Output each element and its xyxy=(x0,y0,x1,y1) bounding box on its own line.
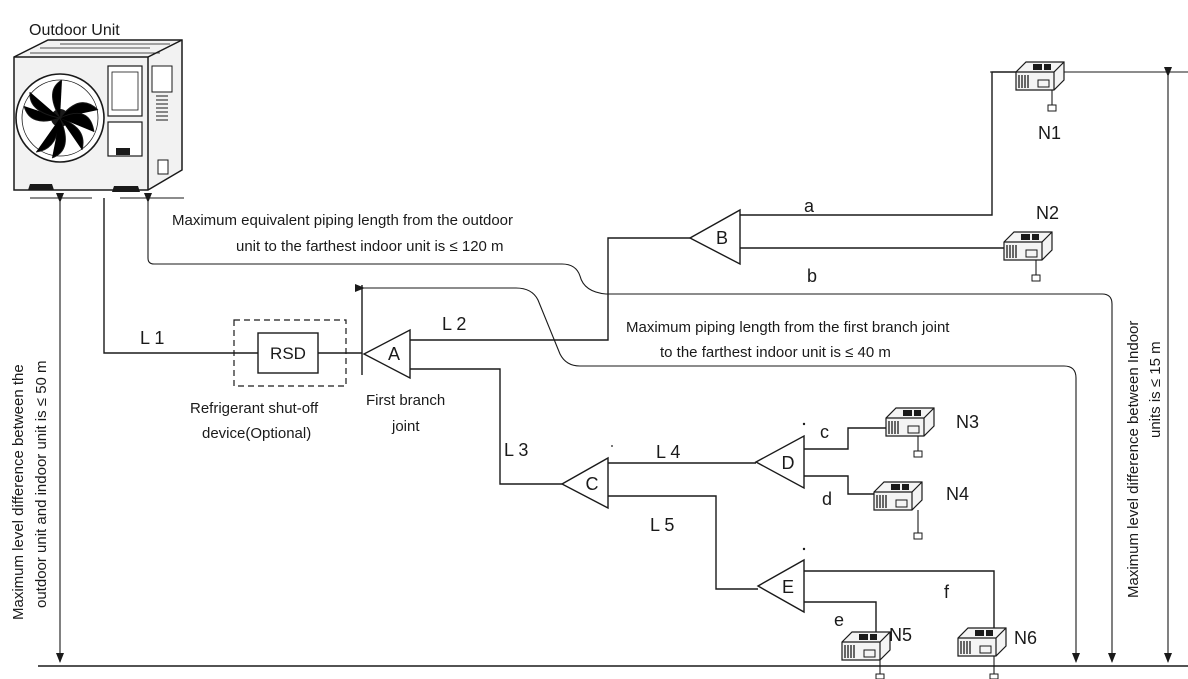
branch-joint-e: E xyxy=(756,558,805,614)
joint-e-label: E xyxy=(782,577,794,597)
branch-joint-c: C xyxy=(560,456,609,510)
indoor-unit-n3-label: N3 xyxy=(956,412,979,432)
piping-lines xyxy=(30,71,1188,667)
joint-a-label: A xyxy=(388,344,400,364)
branch-joint-a: A xyxy=(362,328,411,380)
pipe-l4-label: L 4 xyxy=(656,442,680,462)
joint-d-label: D xyxy=(782,453,795,473)
outdoor-unit: Outdoor Unit xyxy=(13,22,183,192)
pipe-f-label: f xyxy=(944,582,950,602)
branch-length-note-line2: to the farthest indoor unit is ≤ 40 m xyxy=(660,344,891,361)
pipe-labels: L 1 L 2 L 3 L 4 L 5 a b c d e f xyxy=(140,196,950,630)
branch-length-note-line1: Maximum piping length from the first bra… xyxy=(626,319,950,336)
indoor-unit-n1: N1 xyxy=(1015,61,1065,143)
left-level-note-line1: Maximum level difference between the xyxy=(10,364,27,620)
branch-joint-d: D xyxy=(754,434,805,490)
dimension-arrows xyxy=(56,67,1172,663)
pipe-l2-label: L 2 xyxy=(442,314,466,334)
pipe-l5-label: L 5 xyxy=(650,515,674,535)
equiv-length-note-line1: Maximum equivalent piping length from th… xyxy=(172,212,513,229)
indoor-unit-n3: N3 xyxy=(885,407,979,458)
indoor-unit-n4: N4 xyxy=(873,481,969,540)
rsd-device: RSD Refrigerant shut-off device(Optional… xyxy=(190,319,347,442)
pipe-c-label: c xyxy=(820,422,829,442)
indoor-unit-n6: N6 xyxy=(957,627,1037,679)
rsd-caption-line2: device(Optional) xyxy=(202,425,311,442)
indoor-unit-n1-label: N1 xyxy=(1038,123,1061,143)
indoor-unit-n2: N2 xyxy=(1003,203,1059,282)
pipe-l1-label: L 1 xyxy=(140,328,164,348)
pipe-a-label: a xyxy=(804,196,815,216)
outdoor-unit-label: Outdoor Unit xyxy=(29,22,120,39)
right-level-note-line1: Maximum level difference between Indoor xyxy=(1125,321,1142,598)
pipe-e-label: e xyxy=(834,610,844,630)
indoor-unit-n2-label: N2 xyxy=(1036,203,1059,223)
indoor-unit-n4-label: N4 xyxy=(946,484,969,504)
indoor-unit-n5-label: N5 xyxy=(889,625,912,645)
joint-tick-marks xyxy=(611,422,806,551)
right-level-note-line2: units is ≤ 15 m xyxy=(1147,341,1164,438)
rsd-label: RSD xyxy=(270,344,306,363)
branch-joint-b: B xyxy=(688,208,741,266)
annotations: Maximum equivalent piping length from th… xyxy=(10,212,1164,620)
joint-c-label: C xyxy=(586,474,599,494)
indoor-unit-n6-label: N6 xyxy=(1014,628,1037,648)
first-branch-caption-line2: joint xyxy=(391,418,420,435)
first-branch-caption-line1: First branch xyxy=(366,392,445,409)
indoor-unit-n5: N5 xyxy=(841,625,912,679)
joint-b-label: B xyxy=(716,228,728,248)
pipe-d-label: d xyxy=(822,489,832,509)
equiv-length-note-line2: unit to the farthest indoor unit is ≤ 12… xyxy=(236,238,504,255)
left-level-note-line2: outdoor unit and indoor unit is ≤ 50 m xyxy=(33,360,50,608)
pipe-l3-label: L 3 xyxy=(504,440,528,460)
rsd-caption-line1: Refrigerant shut-off xyxy=(190,400,319,417)
pipe-b-label: b xyxy=(807,266,817,286)
